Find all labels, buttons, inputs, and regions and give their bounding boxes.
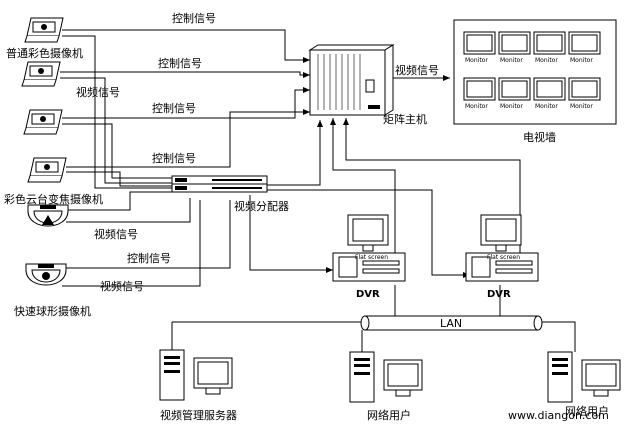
box-camera-icon xyxy=(21,61,61,87)
monitor-label: Monitor xyxy=(570,103,593,110)
monitor-label: Monitor xyxy=(500,103,523,110)
watermark: www.diangon.com xyxy=(508,409,609,422)
dome-camera-label: 快速球形摄像机 xyxy=(14,304,91,318)
monitor-icon: Monitor xyxy=(533,31,566,64)
monitor-label: Monitor xyxy=(465,57,488,64)
color-camera-label: 普通彩色摄像机 xyxy=(6,46,83,60)
ptz-camera-label: 彩色云台变焦摄像机 xyxy=(4,192,103,206)
network-user-label: 网络用户 xyxy=(565,404,609,418)
monitor-icon: Monitor xyxy=(533,77,566,110)
dvr-label: DVR xyxy=(356,289,380,300)
dvr-label: DVR xyxy=(487,289,511,300)
workstation-icon xyxy=(349,351,423,403)
dvr-screen-text: Flat screen xyxy=(487,254,520,261)
box-camera-icon xyxy=(24,17,64,43)
dvr-unit xyxy=(332,214,406,282)
control-signal-label: 控制信号 xyxy=(158,56,202,70)
monitor-icon: Monitor xyxy=(568,31,601,64)
monitor-label: Monitor xyxy=(570,57,593,64)
monitor-icon: Monitor xyxy=(498,31,531,64)
dome-camera-icon xyxy=(27,204,69,227)
dome-camera-icon xyxy=(25,263,67,286)
box-camera-icon xyxy=(27,157,67,183)
matrix-host xyxy=(308,44,395,116)
workstation-icon xyxy=(547,351,621,403)
monitor-icon: Monitor xyxy=(568,77,601,110)
monitor-icon: Monitor xyxy=(463,31,496,64)
monitor-label: Monitor xyxy=(535,103,558,110)
monitor-label: Monitor xyxy=(535,57,558,64)
connection-lines xyxy=(60,29,576,352)
dvr-unit xyxy=(465,214,539,282)
video-signal-label: 视频信号 xyxy=(100,279,144,293)
monitor-icon: Monitor xyxy=(498,77,531,110)
video-distributor-label: 视频分配器 xyxy=(234,199,289,213)
control-signal-label: 控制信号 xyxy=(127,251,171,265)
video-distributor xyxy=(171,175,268,193)
dvr-screen-text: Flat screen xyxy=(355,254,388,261)
network-user-label: 网络用户 xyxy=(367,408,411,422)
control-signal-label: 控制信号 xyxy=(152,151,196,165)
lan-label: LAN xyxy=(440,317,462,330)
control-signal-label: 控制信号 xyxy=(172,11,216,25)
matrix-host-label: 矩阵主机 xyxy=(383,112,427,126)
video-signal-label: 视频信号 xyxy=(76,85,120,99)
tv-wall-label: 电视墙 xyxy=(523,130,556,144)
video-signal-label: 视频信号 xyxy=(94,227,138,241)
monitor-label: Monitor xyxy=(465,103,488,110)
signal-labels: 控制信号 控制信号 视频信号 控制信号 控制信号 视频信号 控制信号 视频信号 … xyxy=(76,11,439,293)
video-server-label: 视频管理服务器 xyxy=(160,408,237,422)
workstation-icon xyxy=(159,349,233,401)
control-signal-label: 控制信号 xyxy=(152,101,196,115)
lan-bus xyxy=(360,315,543,331)
monitor-label: Monitor xyxy=(500,57,523,64)
monitor-icon: Monitor xyxy=(463,77,496,110)
video-signal-label: 视频信号 xyxy=(395,63,439,77)
box-camera-icon xyxy=(23,109,63,135)
